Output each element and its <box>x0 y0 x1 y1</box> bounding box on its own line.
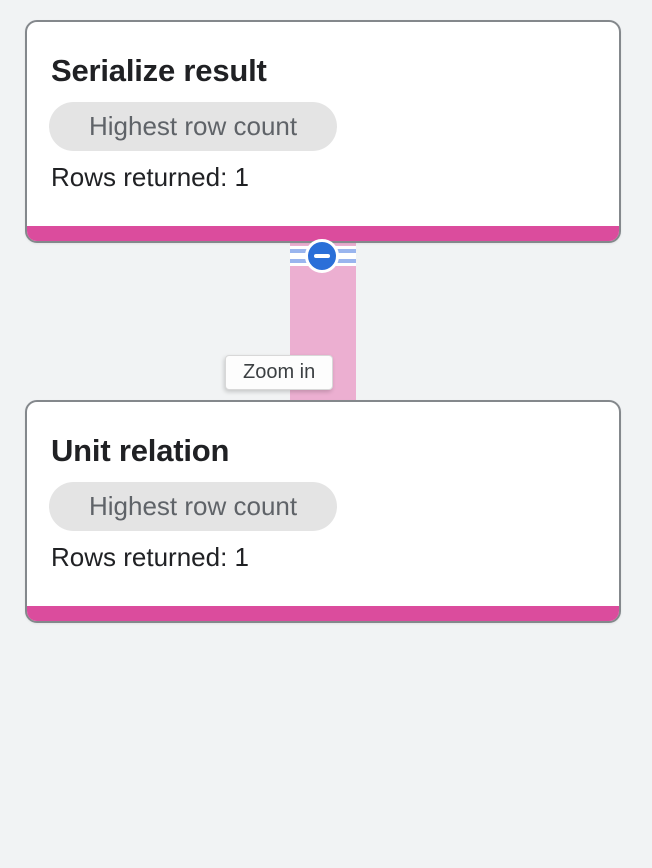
node-duration-bar <box>27 606 619 621</box>
highest-row-count-badge: Highest row count <box>49 102 338 151</box>
graph-node-unit-relation[interactable]: Unit relation Highest row count Rows ret… <box>25 400 621 623</box>
node-title: Serialize result <box>51 53 267 88</box>
node-duration-bar <box>27 226 619 241</box>
collapse-edge-button[interactable] <box>305 239 339 273</box>
rows-returned-text: Rows returned: 1 <box>51 542 249 572</box>
highest-row-count-badge: Highest row count <box>49 482 338 531</box>
node-title: Unit relation <box>51 433 230 468</box>
rows-returned-text: Rows returned: 1 <box>51 162 249 192</box>
graph-node-serialize-result[interactable]: Serialize result Highest row count Rows … <box>25 20 621 243</box>
zoom-in-tooltip: Zoom in <box>225 355 334 390</box>
minus-circle-icon <box>314 254 330 258</box>
